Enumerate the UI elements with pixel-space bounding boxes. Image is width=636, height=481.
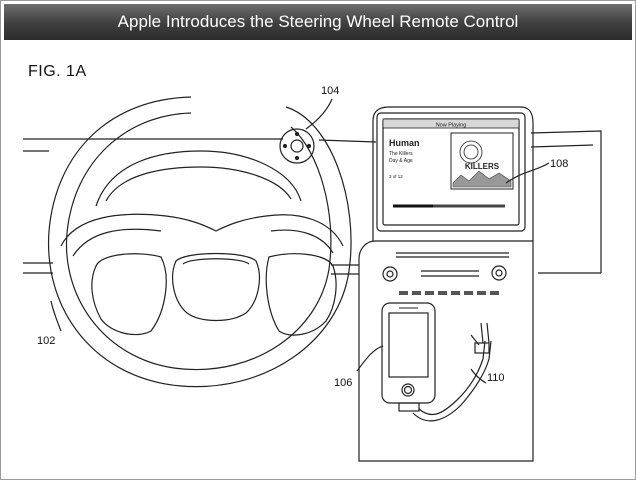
screen-content: Now Playing Human The Killers Day & Age … xyxy=(389,123,500,180)
ref-steering-wheel: 102 xyxy=(37,335,55,347)
wheel-remote-control xyxy=(279,128,315,164)
cable xyxy=(412,322,492,422)
screen-track: Human xyxy=(389,138,420,148)
screen-header: Now Playing xyxy=(436,123,467,129)
screen-artist: The Killers xyxy=(389,151,413,157)
ref-head-unit-display: 108 xyxy=(550,158,568,170)
reference-numerals: 104 102 108 106 110 xyxy=(37,85,568,389)
steering-wheel xyxy=(47,96,352,388)
portable-device xyxy=(381,302,436,412)
ref-cable: 110 xyxy=(487,372,505,384)
head-unit-display xyxy=(376,112,526,232)
screen-position: 3 of 12 xyxy=(389,174,403,179)
ref-remote-control: 104 xyxy=(321,85,339,97)
page-title: Apple Introduces the Steering Wheel Remo… xyxy=(117,12,519,31)
center-console xyxy=(358,106,534,462)
album-art-text: KILLERS xyxy=(465,162,500,171)
dock-buttons xyxy=(399,291,499,295)
figure-label: FIG. 1A xyxy=(28,63,87,80)
leader-lines xyxy=(50,98,550,384)
title-bar: Apple Introduces the Steering Wheel Remo… xyxy=(4,4,632,40)
ref-portable-device: 106 xyxy=(334,377,352,389)
dashboard-lines xyxy=(23,130,602,275)
screen-album: Day & Age xyxy=(389,158,413,164)
